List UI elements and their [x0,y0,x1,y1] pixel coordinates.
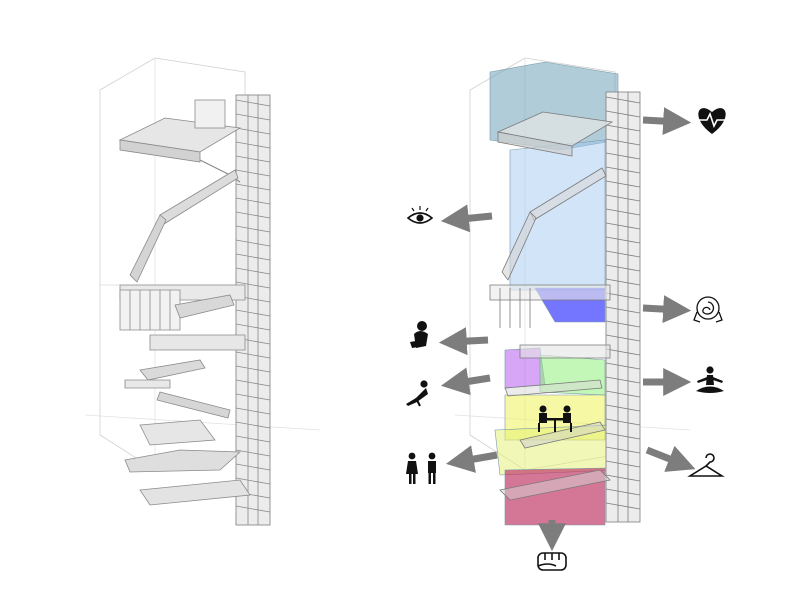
mast-left [235,94,271,526]
program-arrow [438,327,489,356]
mast-right [605,91,641,523]
meditation-icon [696,366,724,393]
program-arrow [445,445,498,473]
mid-deck-left [119,289,246,351]
arrow-group [438,107,696,552]
heart-pulse-icon [698,108,726,134]
program-arrow [645,445,696,472]
zone-tall-void [509,139,606,291]
spiral-hands-icon [693,296,723,323]
program-arrow [440,204,493,233]
stair-upper-left [119,159,246,301]
eye-icon [406,206,434,224]
dining-icon [538,405,572,432]
lounging-figure-icon [406,380,428,407]
tower-plain [84,57,321,526]
toilet-figures-icon [406,452,436,484]
tower-program [454,57,691,526]
program-arrow [642,107,692,136]
program-arrow [642,295,692,324]
stair-lower-left [124,359,251,506]
top-platform-left [118,99,242,163]
hanger-icon [687,453,725,477]
program-arrow [440,367,491,396]
fist-icon [537,552,567,571]
sleeping-figure-icon [410,321,428,348]
